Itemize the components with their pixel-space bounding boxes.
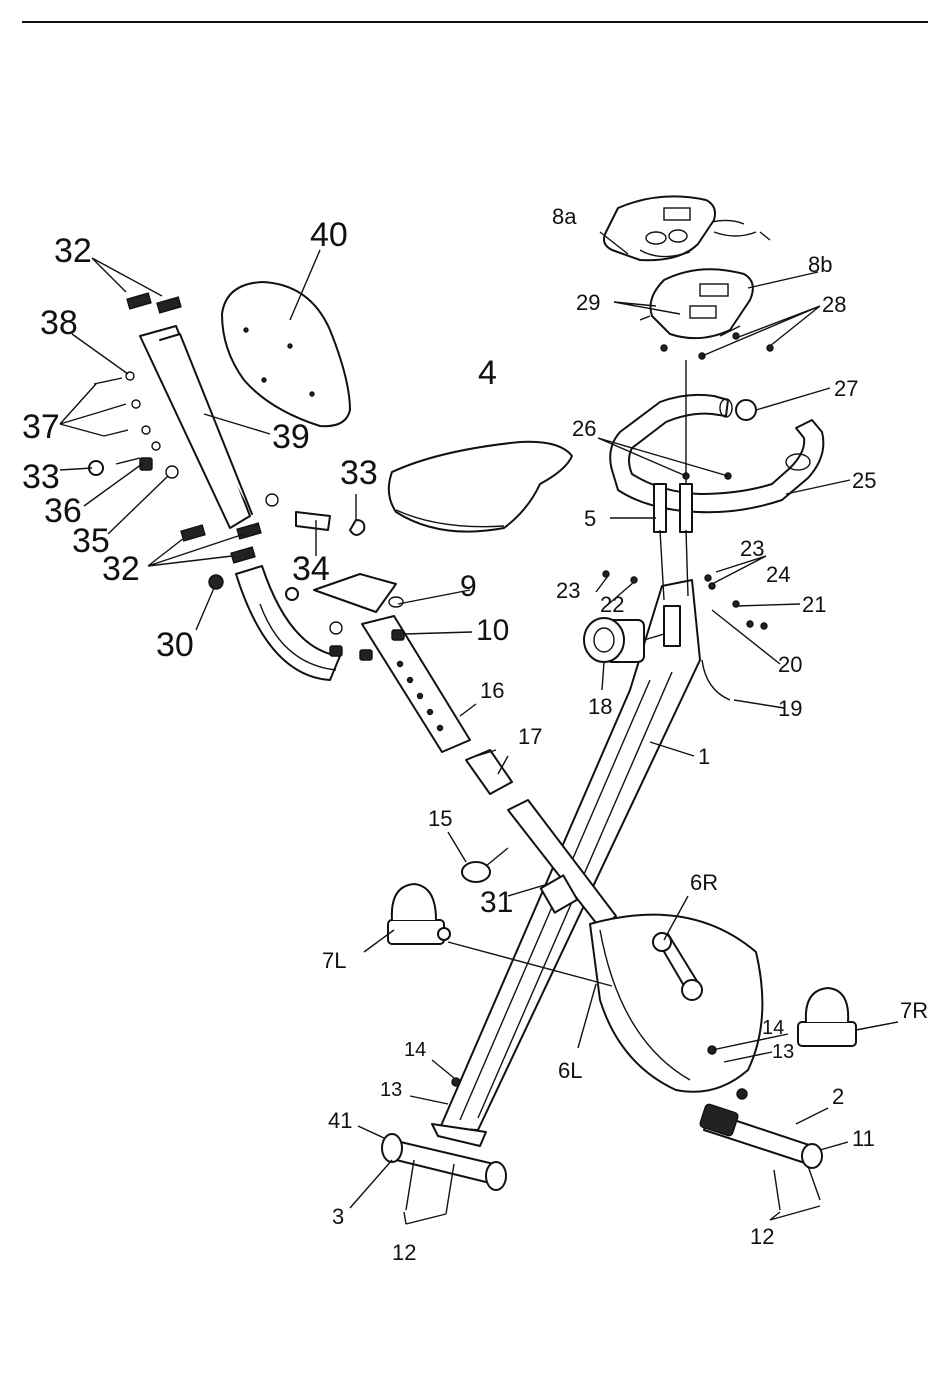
- label-7l: 7L: [322, 948, 346, 973]
- label-41: 41: [328, 1108, 352, 1133]
- label-29: 29: [576, 290, 600, 315]
- label-3: 3: [332, 1204, 344, 1229]
- pedal-7l: [388, 884, 450, 944]
- label-12-right: 12: [750, 1224, 774, 1249]
- label-18: 18: [588, 694, 612, 719]
- front-stabilizer-2: [699, 1103, 822, 1168]
- label-38: 38: [40, 304, 78, 342]
- label-21: 21: [802, 592, 826, 617]
- label-2: 2: [832, 1084, 844, 1109]
- label-15: 15: [428, 806, 452, 831]
- label-20: 20: [778, 652, 802, 677]
- label-34: 34: [292, 550, 330, 588]
- label-7r: 7R: [900, 998, 928, 1023]
- label-16: 16: [480, 678, 504, 703]
- pedal-7r: [798, 988, 856, 1046]
- bushing-17: [466, 750, 512, 794]
- saddle-4: [389, 442, 572, 532]
- label-26: 26: [572, 416, 596, 441]
- backrest-pad-40: [222, 282, 350, 426]
- label-25: 25: [852, 468, 876, 493]
- label-33-right: 33: [340, 454, 378, 492]
- label-31: 31: [480, 886, 513, 919]
- handlebar-25: [610, 395, 823, 532]
- cable-19: [702, 660, 730, 700]
- label-27: 27: [834, 376, 858, 401]
- console-8a: [604, 196, 770, 260]
- label-14-right: 14: [762, 1017, 784, 1039]
- label-4: 4: [478, 354, 497, 392]
- label-24: 24: [766, 562, 790, 587]
- label-9: 9: [460, 570, 477, 603]
- label-13-right: 13: [772, 1041, 794, 1063]
- label-28: 28: [822, 292, 846, 317]
- label-8a: 8a: [552, 204, 577, 229]
- label-5: 5: [584, 506, 596, 531]
- label-6l: 6L: [558, 1058, 582, 1083]
- label-32-bottom: 32: [102, 550, 140, 588]
- label-1: 1: [698, 744, 710, 769]
- label-11: 11: [852, 1126, 875, 1151]
- label-8b: 8b: [808, 252, 832, 277]
- label-10: 10: [476, 614, 509, 647]
- label-12-left: 12: [392, 1240, 416, 1265]
- label-23-left: 23: [556, 578, 580, 603]
- label-14-left: 14: [404, 1039, 426, 1061]
- label-33-left: 33: [22, 458, 60, 496]
- rear-stabilizer-3: [382, 1124, 506, 1190]
- console-back-8b: [640, 269, 753, 338]
- flywheel-housing: [590, 915, 762, 1092]
- adjust-knob-15: [462, 848, 508, 882]
- label-30: 30: [156, 626, 194, 664]
- label-32-top: 32: [54, 232, 92, 270]
- label-40: 40: [310, 216, 348, 254]
- label-37: 37: [22, 408, 60, 446]
- label-17: 17: [518, 724, 542, 749]
- label-39: 39: [272, 418, 310, 456]
- label-13-left: 13: [380, 1079, 402, 1101]
- label-22: 22: [600, 592, 624, 617]
- label-6r: 6R: [690, 870, 718, 895]
- label-19: 19: [778, 696, 802, 721]
- label-23-right: 23: [740, 536, 764, 561]
